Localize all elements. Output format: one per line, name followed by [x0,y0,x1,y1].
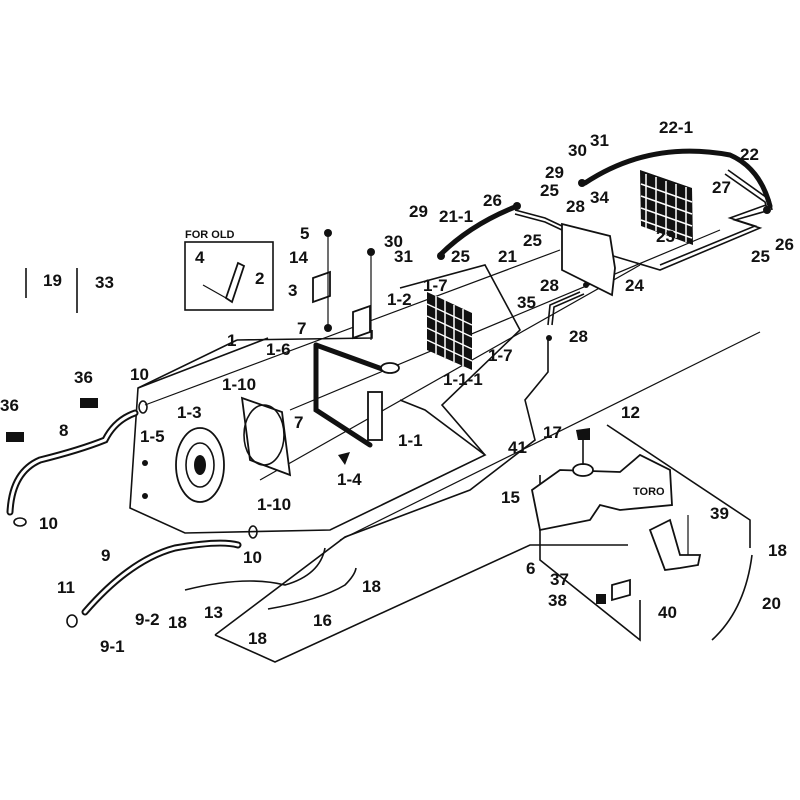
callout-30: 30 [384,232,403,251]
callout-1-1-1: 1-1-1 [443,370,483,389]
callout-34: 34 [590,188,609,207]
callout-28: 28 [569,327,588,346]
callout-13: 13 [204,603,223,622]
callout-26: 26 [483,191,502,210]
callout-11: 11 [57,578,75,597]
callout-6: 6 [526,559,535,578]
callout-40: 40 [658,603,677,622]
callout-36: 36 [0,396,19,415]
callout-9-1: 9-1 [100,637,125,656]
callout-18: 18 [362,577,381,596]
radiator-frame-assembly [142,229,473,503]
callout-1: 1 [227,331,236,350]
callout-1-5: 1-5 [140,427,165,446]
callout-19: 19 [43,271,62,290]
callout-9-2: 9-2 [135,610,160,629]
callout-1-1: 1-1 [398,431,423,450]
callout-5: 5 [300,224,309,243]
callout-25: 25 [523,231,542,250]
callout-1-4: 1-4 [337,470,362,489]
callout-26: 26 [775,235,794,254]
inset-title: FOR OLD [185,229,235,241]
callout-10: 10 [39,514,58,533]
callout-33: 33 [95,273,114,292]
callout-1-7: 1-7 [423,276,448,295]
callout-1-6: 1-6 [266,340,291,359]
callout-15: 15 [501,488,520,507]
callout-1-10: 1-10 [257,495,291,514]
callout-14: 14 [289,248,308,267]
callout-29: 29 [545,163,564,182]
callout-38: 38 [548,591,567,610]
oil-cooler-assembly [437,148,773,341]
callout-7: 7 [294,413,303,432]
callout-16: 16 [313,611,332,630]
callout-22-1: 22-1 [659,118,693,137]
callout-30: 30 [568,141,587,160]
callout-31: 31 [590,131,609,150]
callout-1-7: 1-7 [488,346,513,365]
callout-21: 21 [498,247,517,266]
callout-21-1: 21-1 [439,207,473,226]
callout-35: 35 [517,293,536,312]
tank-logo: TORO [633,486,665,498]
callout-10: 10 [130,365,149,384]
callout-28: 28 [566,197,585,216]
callout-7: 7 [297,319,306,338]
callout-1-2: 1-2 [387,290,412,309]
callout-36: 36 [74,368,93,387]
callout-1-10: 1-10 [222,375,256,394]
reservoir-tank-assembly: TORO [531,428,702,604]
callout-9: 9 [101,546,110,565]
callout-41: 41 [508,438,527,457]
callout-12: 12 [621,403,640,422]
callout-3: 3 [288,281,297,300]
callout-23: 23 [656,227,675,246]
callout-31: 31 [394,247,413,266]
for-old-inset [184,241,274,311]
callout-27: 27 [712,178,731,197]
callout-4: 4 [195,248,205,267]
callout-22: 22 [740,145,759,164]
loose-parts-left [6,268,753,641]
callout-18: 18 [768,541,787,560]
callout-25: 25 [451,247,470,266]
callout-39: 39 [710,504,729,523]
screen-grid-1-2 [427,292,472,370]
callout-37: 37 [550,570,569,589]
callout-18: 18 [248,629,267,648]
callout-25: 25 [540,181,559,200]
callout-24: 24 [625,276,644,295]
callout-2: 2 [255,269,264,288]
callout-8: 8 [59,421,68,440]
callout-18: 18 [168,613,187,632]
callout-28: 28 [540,276,559,295]
callout-20: 20 [762,594,781,613]
callout-1-3: 1-3 [177,403,202,422]
callout-17: 17 [543,423,562,442]
callout-29: 29 [409,202,428,221]
callout-25: 25 [751,247,770,266]
callout-10: 10 [243,548,262,567]
